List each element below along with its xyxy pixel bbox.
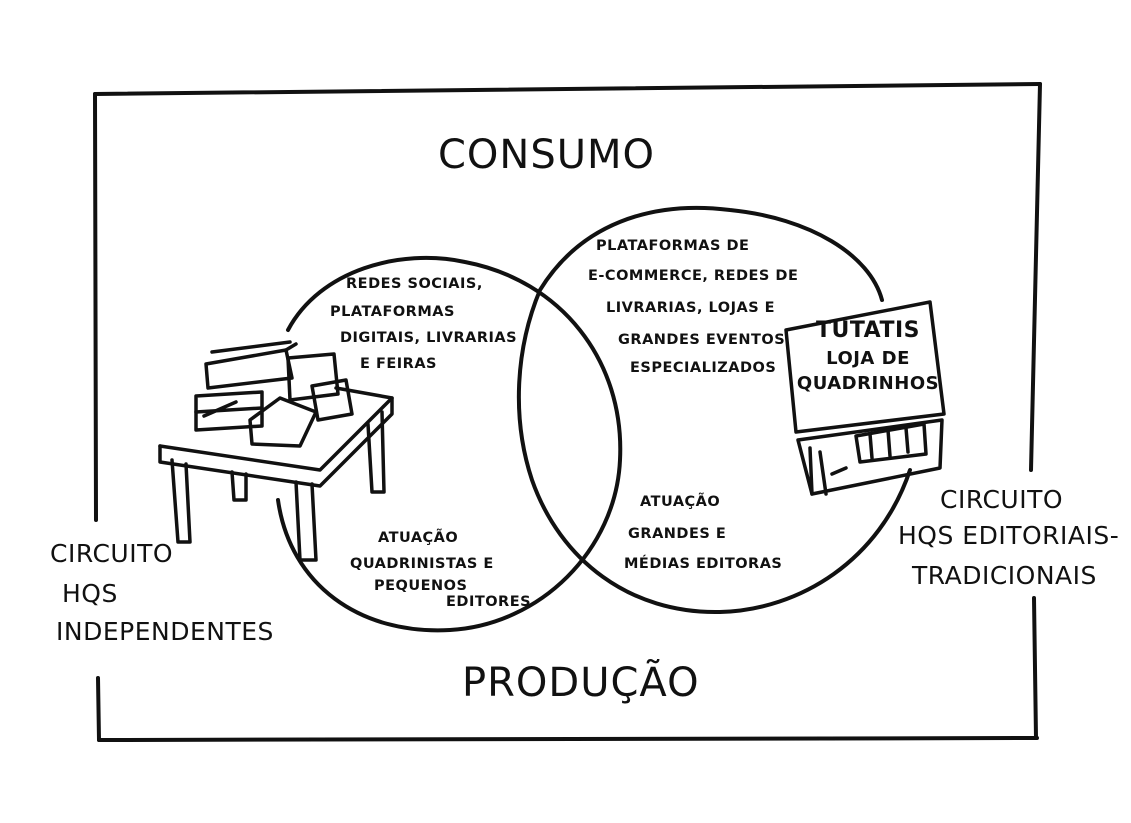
left-consumo-line: PLATAFORMAS [330, 304, 455, 320]
comic-shop-icon [784, 300, 946, 496]
frame-bottom [97, 736, 1039, 742]
table-with-books-icon [158, 340, 394, 562]
frame-right-top [1029, 82, 1042, 472]
frame-left-bottom [96, 676, 101, 742]
right-circuit-line3: TRADICIONAIS [912, 561, 1097, 590]
right-producao-line: MÉDIAS EDITORAS [624, 556, 783, 572]
producao-label: PRODUÇÃO [462, 660, 700, 706]
left-circle [276, 255, 623, 633]
right-circuit-line2: HQS EDITORIAIS- [898, 521, 1120, 550]
right-consumo-line: GRANDES EVENTOS [618, 332, 786, 348]
left-producao-line: PEQUENOS [374, 578, 468, 594]
right-consumo-line: E-COMMERCE, REDES DE [588, 268, 799, 284]
frame-right-bottom [1032, 596, 1038, 740]
right-producao-line: ATUAÇÃO [640, 494, 721, 510]
right-producao-line: GRANDES E [628, 526, 727, 542]
left-producao-line: QUADRINISTAS E [350, 556, 494, 572]
left-consumo-line: REDES SOCIAIS, [346, 276, 483, 292]
shop-sign-name: TUTATIS [815, 318, 921, 343]
consumo-label: CONSUMO [438, 132, 655, 178]
right-consumo-line: LIVRARIAS, LOJAS E [606, 300, 776, 316]
left-consumo-line: DIGITAIS, LIVRARIAS [340, 330, 518, 346]
left-producao-line: ATUAÇÃO [378, 530, 459, 546]
left-circuit-line3: INDEPENDENTES [56, 617, 274, 646]
left-circuit-line1: CIRCUITO [50, 539, 174, 568]
right-consumo-line: ESPECIALIZADOS [630, 360, 777, 376]
frame-top [93, 82, 1042, 96]
shop-sign-line: LOJA DE [826, 348, 910, 370]
shop-sign: TUTATIS LOJA DE QUADRINHOS [796, 318, 940, 395]
frame-left-top [93, 92, 98, 522]
left-producao-line: EDITORES [446, 594, 532, 610]
left-circuit-line2: HQS [62, 579, 118, 608]
right-consumo-line: PLATAFORMAS DE [596, 238, 750, 254]
right-circle [516, 205, 912, 615]
right-circuit-line1: CIRCUITO [940, 485, 1064, 514]
left-consumo-line: E FEIRAS [360, 356, 437, 372]
shop-sign-line: QUADRINHOS [796, 372, 940, 394]
